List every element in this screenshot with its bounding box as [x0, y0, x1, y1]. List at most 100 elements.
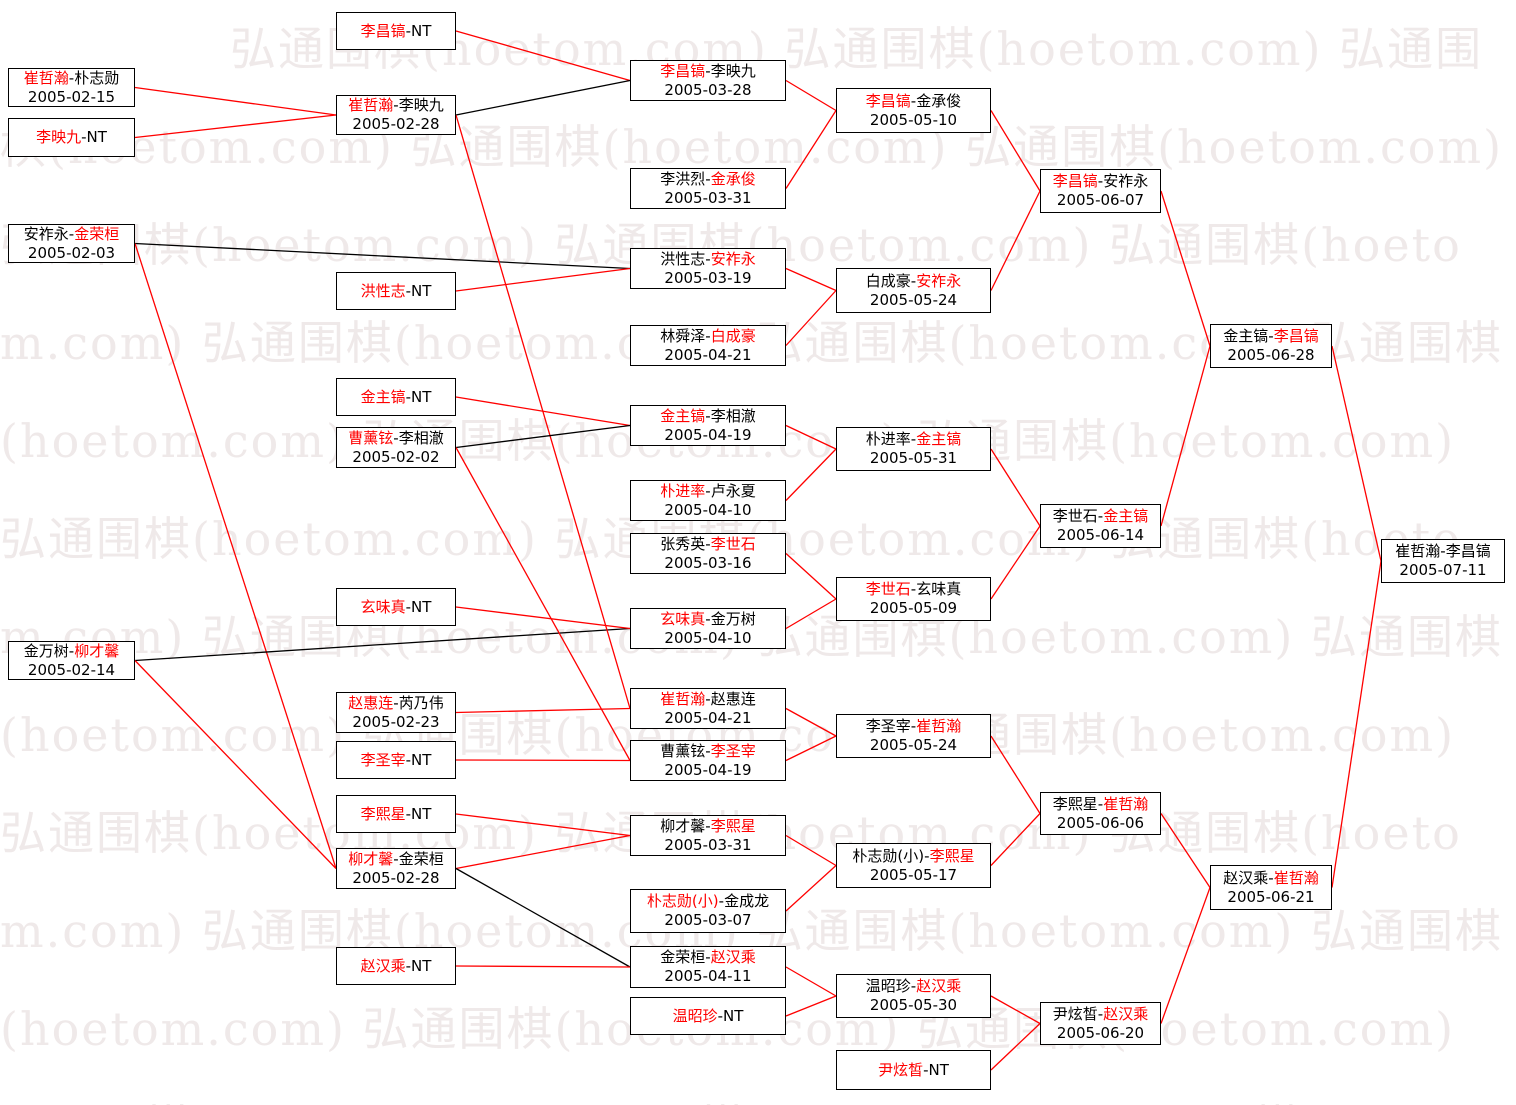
- match-date: 2005-02-23: [352, 712, 440, 731]
- match-date: 2005-04-21: [664, 345, 752, 364]
- bracket-edge-win: [134, 114, 337, 139]
- vs-dash: -: [1268, 868, 1274, 887]
- match-players: 李世石-金主镐: [1053, 507, 1148, 526]
- bracket-edge-win: [785, 995, 837, 1017]
- player-name: 李昌镐: [1445, 542, 1491, 560]
- bracket-edge-win: [785, 290, 837, 346]
- player-name: NT: [928, 1060, 949, 1079]
- player-name: 玄味真: [916, 580, 962, 598]
- match-box: 赵汉乘-NT: [336, 947, 456, 985]
- bracket-edge-win: [785, 598, 837, 630]
- vs-dash: -: [405, 804, 412, 823]
- bracket-edge-win: [1160, 190, 1211, 347]
- player-name: 安祚永: [710, 249, 756, 268]
- bracket-edge-win: [134, 243, 337, 869]
- bracket-edge-loss: [455, 867, 631, 968]
- match-players: 洪性志-安祚永: [660, 250, 755, 269]
- player-name: NT: [411, 956, 432, 975]
- bracket-edge-win: [785, 834, 837, 867]
- bracket-edge-win: [455, 30, 631, 82]
- match-players: 朴进率-卢永夏: [660, 482, 755, 501]
- bracket-edge-win: [455, 267, 631, 292]
- bracket-edge-win: [990, 813, 1041, 866]
- vs-dash: -: [910, 91, 917, 110]
- player-name: 李圣宰: [360, 750, 406, 769]
- match-date: 2005-06-21: [1227, 887, 1315, 906]
- match-date: 2005-06-28: [1227, 346, 1315, 364]
- player-name: 李昌镐: [865, 91, 911, 110]
- match-players: 温昭珍-赵汉乘: [866, 977, 961, 996]
- player-name: 崔哲瀚: [1395, 542, 1441, 560]
- match-date: 2005-02-28: [352, 868, 440, 887]
- vs-dash: -: [910, 271, 917, 290]
- player-name: 金主镐: [660, 406, 706, 425]
- match-players: 李熙星-崔哲瀚: [1053, 795, 1148, 814]
- player-name: 李世石: [1052, 507, 1098, 525]
- vs-dash: -: [910, 717, 917, 735]
- match-players: 赵惠连-芮乃伟: [348, 694, 443, 713]
- bracket-edge-win: [785, 966, 837, 997]
- match-date: 2005-02-28: [352, 115, 440, 133]
- match-date: 2005-04-21: [664, 708, 752, 727]
- player-name: 李洪烈: [660, 169, 706, 188]
- player-name: 李映九: [36, 128, 82, 146]
- vs-dash: -: [405, 597, 412, 616]
- player-name: 李昌镐: [1273, 327, 1319, 345]
- player-name: NT: [411, 750, 432, 769]
- player-name: 李映九: [398, 96, 444, 114]
- match-date: 2005-04-11: [664, 967, 752, 985]
- player-name: 李映九: [710, 61, 756, 80]
- player-name: 李相澈: [710, 406, 756, 425]
- player-name: 李熙星: [929, 846, 975, 865]
- bracket-edge-win: [990, 995, 1041, 1025]
- match-players: 张秀英-李世石: [660, 535, 755, 554]
- bracket-edge-win: [1160, 887, 1211, 1024]
- player-name: 朴志勋(小): [852, 846, 925, 865]
- match-date: 2005-06-14: [1056, 526, 1145, 544]
- vs-dash: -: [923, 1060, 929, 1079]
- bracket-edge-win: [785, 448, 837, 501]
- bracket-edge-win: [990, 525, 1041, 600]
- player-name: NT: [411, 281, 432, 300]
- player-name: 赵惠连: [348, 693, 394, 712]
- vs-dash: -: [68, 224, 75, 243]
- vs-dash: -: [1268, 327, 1274, 345]
- bracket-edge-win: [990, 190, 1041, 291]
- bracket-edge-win: [455, 834, 631, 870]
- vs-dash: -: [393, 849, 399, 868]
- match-players: 白成豪-安祚永: [866, 272, 961, 291]
- bracket-edge-win: [1160, 345, 1211, 527]
- player-name: 金成龙: [724, 892, 770, 910]
- player-name: NT: [86, 128, 107, 146]
- player-name: 朴志勋: [74, 68, 120, 87]
- bracket-edge-win: [455, 447, 631, 761]
- bracket-edge-win: [455, 707, 631, 714]
- vs-dash: -: [1097, 507, 1104, 525]
- match-players: 朴志勋(小)-金成龙: [647, 892, 769, 911]
- player-name: 李相澈: [398, 428, 444, 447]
- match-players: 尹炫皙-NT: [878, 1061, 949, 1080]
- bracket-edge-win: [785, 110, 837, 189]
- bracket-edge-win: [1331, 345, 1382, 562]
- vs-dash: -: [393, 693, 399, 712]
- match-players: 曹薰铉-李圣宰: [660, 742, 755, 761]
- player-name: NT: [411, 21, 432, 40]
- bracket-edge-win: [785, 735, 837, 762]
- match-players: 温昭珍-NT: [673, 1007, 744, 1026]
- match-players: 李昌镐-李映九: [660, 62, 755, 81]
- player-name: NT: [723, 1006, 744, 1025]
- match-players: 崔哲瀚-李昌镐: [1395, 542, 1490, 561]
